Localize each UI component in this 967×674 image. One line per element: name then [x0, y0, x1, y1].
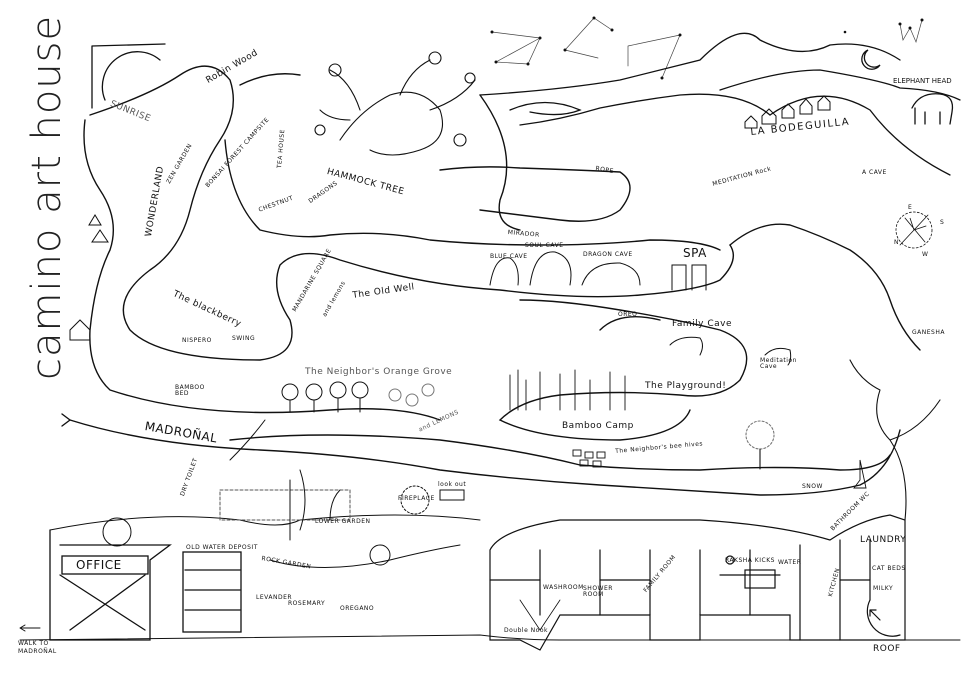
stars	[490, 16, 924, 80]
label-blue-cave: BLUE CAVE	[490, 253, 528, 260]
left-decorations	[69, 214, 109, 341]
orange-grove-trees	[281, 381, 435, 413]
elephant-icon	[911, 93, 954, 125]
label-walk-to-madronal: WALK TO MADROÑAL	[18, 640, 57, 656]
caves	[489, 251, 792, 366]
label-playground: The Playground!	[645, 381, 727, 391]
label-double-nook: Double Nook	[504, 627, 548, 634]
label-shower-room: SHOWER ROOM	[583, 585, 613, 598]
compass-n: N	[894, 239, 899, 246]
compass-w: W	[922, 251, 929, 258]
label-soul-cave: SOUL CAVE	[525, 242, 564, 249]
label-ganesha: GANESHA	[912, 329, 945, 336]
label-raksha-kicks: RAKSHA KICKS	[725, 557, 775, 564]
label-laundry: LAUNDRY	[860, 535, 907, 545]
label-fireplace: FIREPLACE	[398, 495, 435, 502]
label-cat-beds: CAT BEDS	[872, 565, 906, 572]
label-lower-garden: LOWER GARDEN	[315, 518, 371, 525]
right-tree	[745, 359, 941, 521]
label-snow: SNOW	[802, 483, 823, 490]
label-elephant-head: ELEPHANT HEAD	[893, 77, 952, 85]
label-bamboo-camp: Bamboo Camp	[562, 421, 634, 431]
mountains	[479, 32, 961, 176]
label-old-water-deposit: OLD WATER DEPOSIT	[186, 544, 258, 551]
compass-s: S	[940, 219, 945, 226]
constellations	[491, 17, 923, 79]
label-washroom: WASHROOM	[543, 584, 584, 591]
garden	[49, 419, 481, 568]
label-nispero: NISPERO	[182, 337, 212, 344]
label-office: OFFICE	[76, 558, 122, 572]
label-meditation-cave: Meditation Cave	[760, 357, 797, 370]
house-floorplan	[489, 514, 906, 651]
label-roof: ROOF	[873, 644, 901, 654]
label-oregano: OREGANO	[340, 605, 375, 612]
label-orange-grove: The Neighbor's Orange Grove	[305, 367, 453, 377]
label-spa: SPA	[683, 246, 707, 260]
label-oreo: OREO	[618, 311, 638, 318]
label-rosemary: ROSEMARY	[288, 600, 326, 607]
bamboo-reeds	[509, 369, 626, 411]
label-swing: SWING	[232, 335, 256, 342]
office-building	[49, 529, 242, 641]
label-a-cave: A CAVE	[862, 169, 887, 176]
map-title: camino art house	[24, 14, 70, 380]
label-water: WATER	[778, 559, 802, 566]
ground-line	[19, 634, 961, 641]
sunrise-frame	[91, 43, 166, 109]
walk-arrow	[19, 624, 41, 632]
label-lavender: LEVANDER	[256, 594, 293, 601]
label-family-cave: Family Cave	[672, 319, 732, 329]
trails	[61, 65, 921, 496]
label-milky: MILKY	[873, 585, 894, 592]
hammock-tree	[314, 51, 476, 156]
label-dragon-cave: DRAGON CAVE	[583, 251, 633, 258]
compass-icon	[895, 211, 933, 249]
village-houses	[744, 95, 831, 129]
label-lookout: look out	[438, 481, 467, 488]
label-bamboo-bed: BAMBOO BED	[175, 384, 205, 397]
compass-e: E	[908, 204, 913, 211]
moon-icon	[861, 49, 881, 70]
bee-hives	[572, 449, 606, 468]
